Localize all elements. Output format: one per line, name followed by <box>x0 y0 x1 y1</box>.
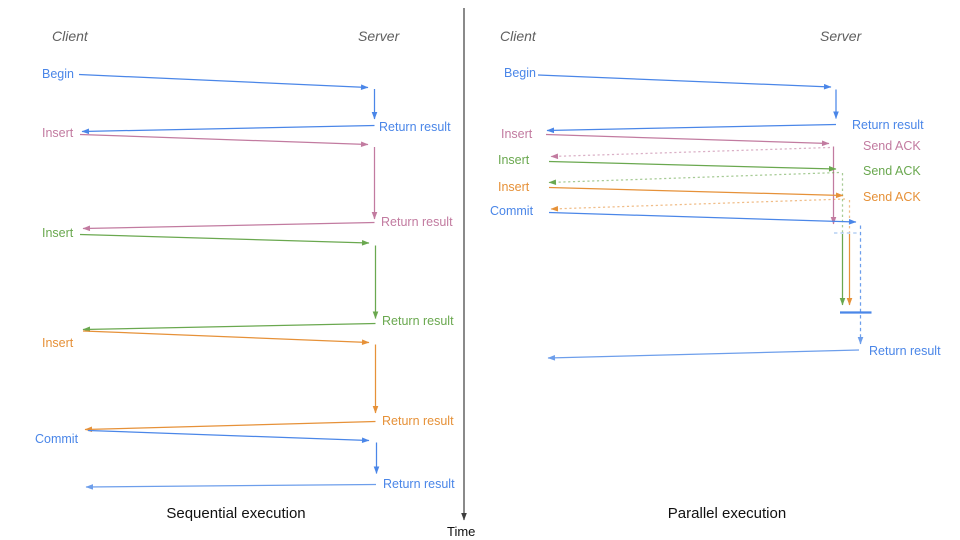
parallel-result-label-commit: Return result <box>869 344 941 358</box>
parallel-insert1-send-arrow <box>545 133 830 147</box>
parallel-insert2-ack-arrow <box>548 171 840 186</box>
parallel-ack-label-insert-3: Send ACK <box>863 190 921 204</box>
parallel-op-label-insert-3: Insert <box>498 180 530 194</box>
parallel-ack-label-insert-1: Send ACK <box>863 139 921 153</box>
sequential-insert3-return-arrow <box>84 420 376 433</box>
sequential-insert3-send-arrow <box>82 330 370 346</box>
parallel-op-label-begin: Begin <box>504 66 536 80</box>
time-axis-label: Time <box>447 524 475 539</box>
sequential-insert1-return-arrow <box>82 221 375 232</box>
sequential-insert2-return-arrow <box>82 322 376 333</box>
sequential-result-label-insert-3: Return result <box>382 414 454 428</box>
parallel-begin-send-arrow <box>537 74 832 90</box>
sequential-commit-return-arrow <box>85 483 377 490</box>
parallel-result-label-begin: Return result <box>852 118 924 132</box>
parallel-title: Parallel execution <box>668 505 786 522</box>
parallel-op-label-insert-1: Insert <box>501 127 533 141</box>
parallel-op-label-insert-2: Insert <box>498 153 530 167</box>
parallel-lane-header-client: Client <box>500 28 537 44</box>
parallel-commit-return-arrow <box>547 349 860 361</box>
parallel-op-label-commit: Commit <box>490 204 534 218</box>
sequential-lane-header-server: Server <box>358 28 401 44</box>
sequential-op-label-begin: Begin <box>42 67 74 81</box>
sequential-begin-send-arrow <box>78 73 369 90</box>
sequential-begin-return-arrow <box>81 124 375 135</box>
parallel-commit-send-arrow <box>548 211 857 225</box>
sequential-commit-send-arrow <box>87 429 370 444</box>
sequential-result-label-begin: Return result <box>379 120 451 134</box>
sequential-op-label-insert-1: Insert <box>42 126 74 140</box>
sequential-op-label-insert-2: Insert <box>42 226 74 240</box>
parallel-begin-return-arrow <box>546 123 837 134</box>
sequential-op-label-insert-3: Insert <box>42 336 74 350</box>
sequential-title: Sequential execution <box>166 505 305 522</box>
sequential-result-label-insert-2: Return result <box>382 314 454 328</box>
sequential-insert1-send-arrow <box>79 133 369 148</box>
sequential-result-label-commit: Return result <box>383 477 455 491</box>
parallel-insert3-send-arrow <box>548 186 844 199</box>
sequential-lane-header-client: Client <box>52 28 89 44</box>
parallel-insert1-ack-arrow <box>550 146 831 160</box>
sequential-op-label-commit: Commit <box>35 432 79 446</box>
parallel-ack-label-insert-2: Send ACK <box>863 164 921 178</box>
parallel-lane-header-server: Server <box>820 28 863 44</box>
parallel-insert3-ack-arrow <box>550 198 846 212</box>
sequential-insert2-send-arrow <box>79 233 370 246</box>
sequential-result-label-insert-1: Return result <box>381 215 453 229</box>
parallel-insert2-send-arrow <box>548 160 837 172</box>
